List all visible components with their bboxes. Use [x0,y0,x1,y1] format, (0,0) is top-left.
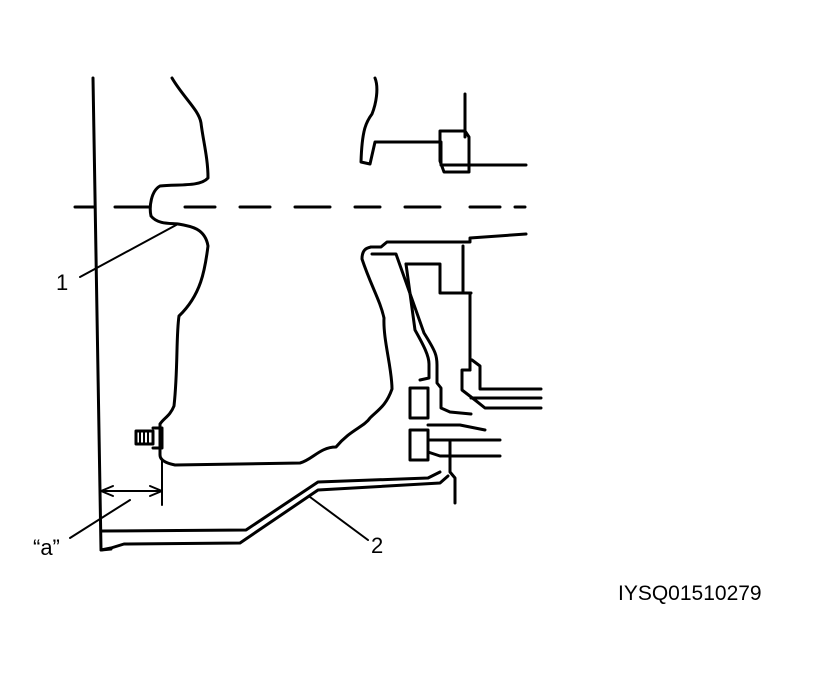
seal-upper [408,386,430,420]
right-upper-housing [369,232,528,249]
dimension-a-arrow-right [149,485,163,497]
oil-pan-inner [99,470,442,533]
leader-line-a [69,499,131,539]
upper-right-housing [359,76,528,167]
right-flange-inner [404,262,473,295]
lower-right-casting [448,438,457,505]
dimension-a-arrow-left [100,485,114,497]
figure-code: IYSQ01510279 [618,582,762,605]
right-vertical-wall [461,244,472,372]
seal-lower [408,428,430,462]
right-flange-outer [370,252,473,416]
bolt-thread [139,430,149,445]
callout-label-1: 1 [56,270,69,295]
upper-casting-outline [148,76,210,226]
right-flange-plate [404,262,431,382]
leader-line-2 [309,496,369,541]
oil-pan-outer [99,474,450,552]
right-shaft-lines [460,368,543,410]
seal-connector [426,423,502,458]
right-inner-step [470,358,482,390]
dimension-label-a: “a” [33,535,60,560]
lower-casting-outline [158,222,394,467]
leader-line-1 [79,223,179,278]
housing-left-edge [91,76,113,552]
callout-label-2: 2 [371,533,384,558]
